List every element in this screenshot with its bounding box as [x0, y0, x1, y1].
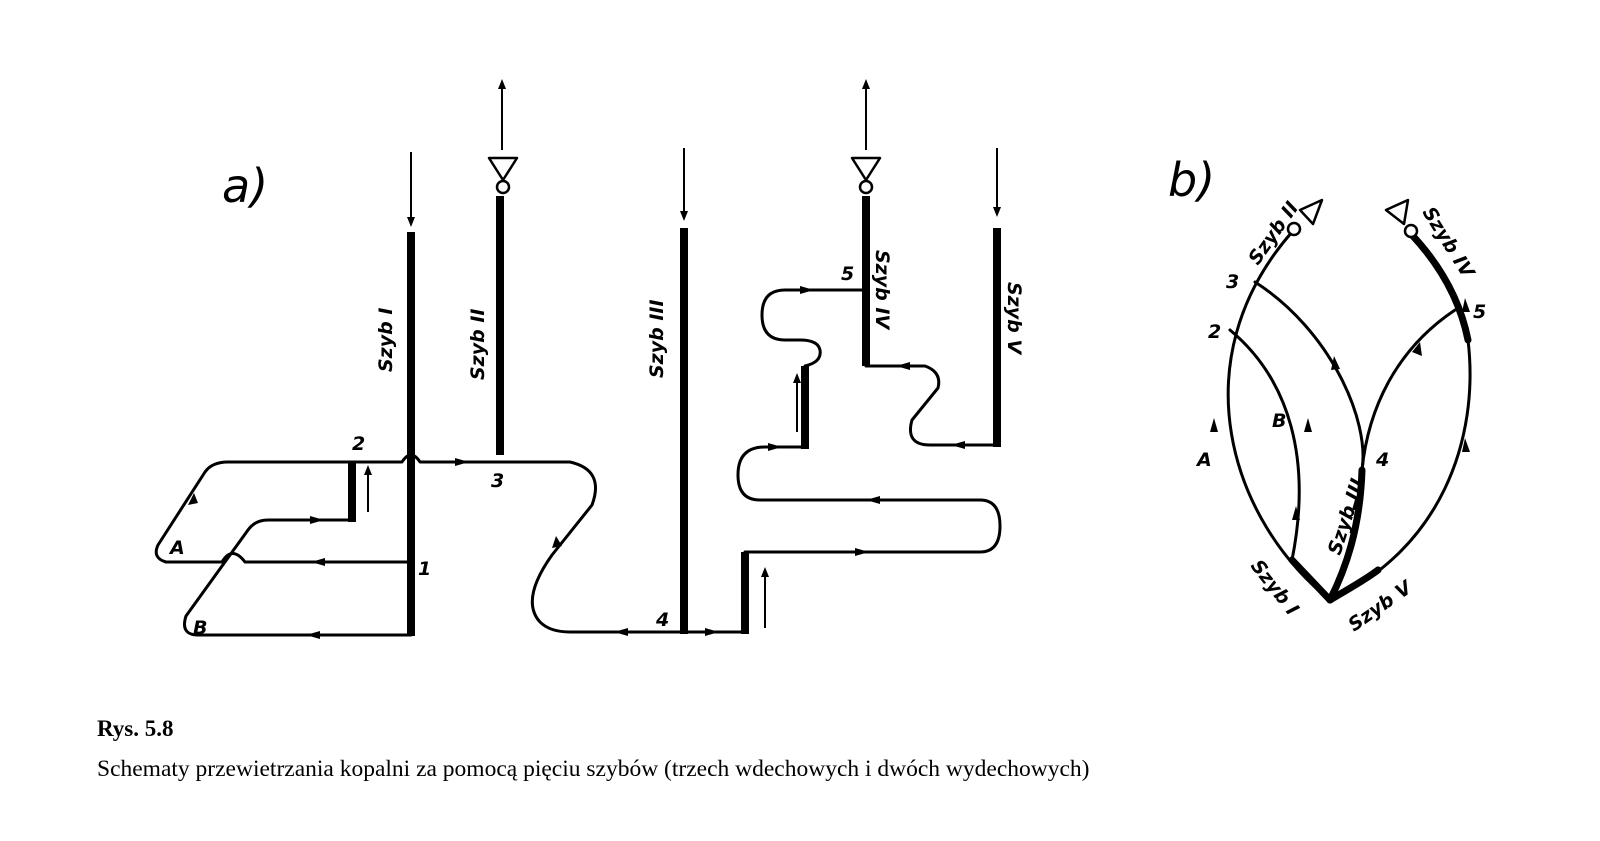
node-label: 3: [491, 470, 504, 492]
node-label: 2: [1208, 321, 1221, 343]
shaft-label: Szyb III: [646, 299, 668, 378]
graph-edge-5-4: [1360, 308, 1457, 472]
flow-markers: [188, 286, 965, 639]
shaft-label: Szyb V: [1003, 282, 1025, 355]
branch-label: A: [168, 537, 185, 559]
node-label: 3: [1226, 271, 1239, 293]
fan-icon: [1384, 198, 1419, 239]
graph-shaft-5: [1326, 566, 1382, 604]
graph-shaft-4: [1408, 231, 1472, 344]
airway-a-return: [164, 552, 413, 564]
caption-text: Schematy przewietrzania kopalni za pomoc…: [97, 756, 1090, 782]
panel-label-a: a): [222, 159, 268, 213]
node-label: 1: [418, 558, 431, 580]
airway-to-5: [760, 288, 868, 368]
branch-label: B: [193, 617, 207, 639]
node-label: 4: [655, 609, 669, 631]
branch-label: B: [1272, 410, 1286, 432]
shaft-label: Szyb IV: [1418, 203, 1479, 283]
fan-icon: [850, 156, 882, 195]
airway-b: [183, 518, 413, 637]
flow-markers: [1210, 298, 1470, 520]
graph-shaft-3: [1326, 466, 1366, 604]
airway-shaft-5: [864, 364, 999, 447]
node-label: 4: [1375, 449, 1389, 471]
node-label: 5: [1473, 301, 1486, 323]
branch-label: A: [1195, 449, 1212, 471]
airway-a: [154, 453, 747, 634]
graph-edge-right: [1328, 338, 1472, 602]
caption-title: Rys. 5.8: [97, 716, 174, 741]
shaft-label: Szyb I: [375, 308, 397, 372]
node-label: 5: [841, 263, 854, 285]
fan-icon: [1286, 198, 1324, 237]
graph-shaft-1: [1288, 556, 1334, 604]
shaft-label: Szyb III: [1324, 476, 1369, 558]
shaft-label: Szyb II: [467, 309, 489, 380]
panel-label-b: b): [1168, 153, 1215, 207]
shaft-label: Szyb IV: [871, 250, 893, 330]
fan-icon: [487, 156, 519, 195]
graph-edge-3-4: [1253, 280, 1365, 472]
graph-edge-b: [1228, 328, 1301, 562]
node-label: 2: [352, 433, 365, 455]
